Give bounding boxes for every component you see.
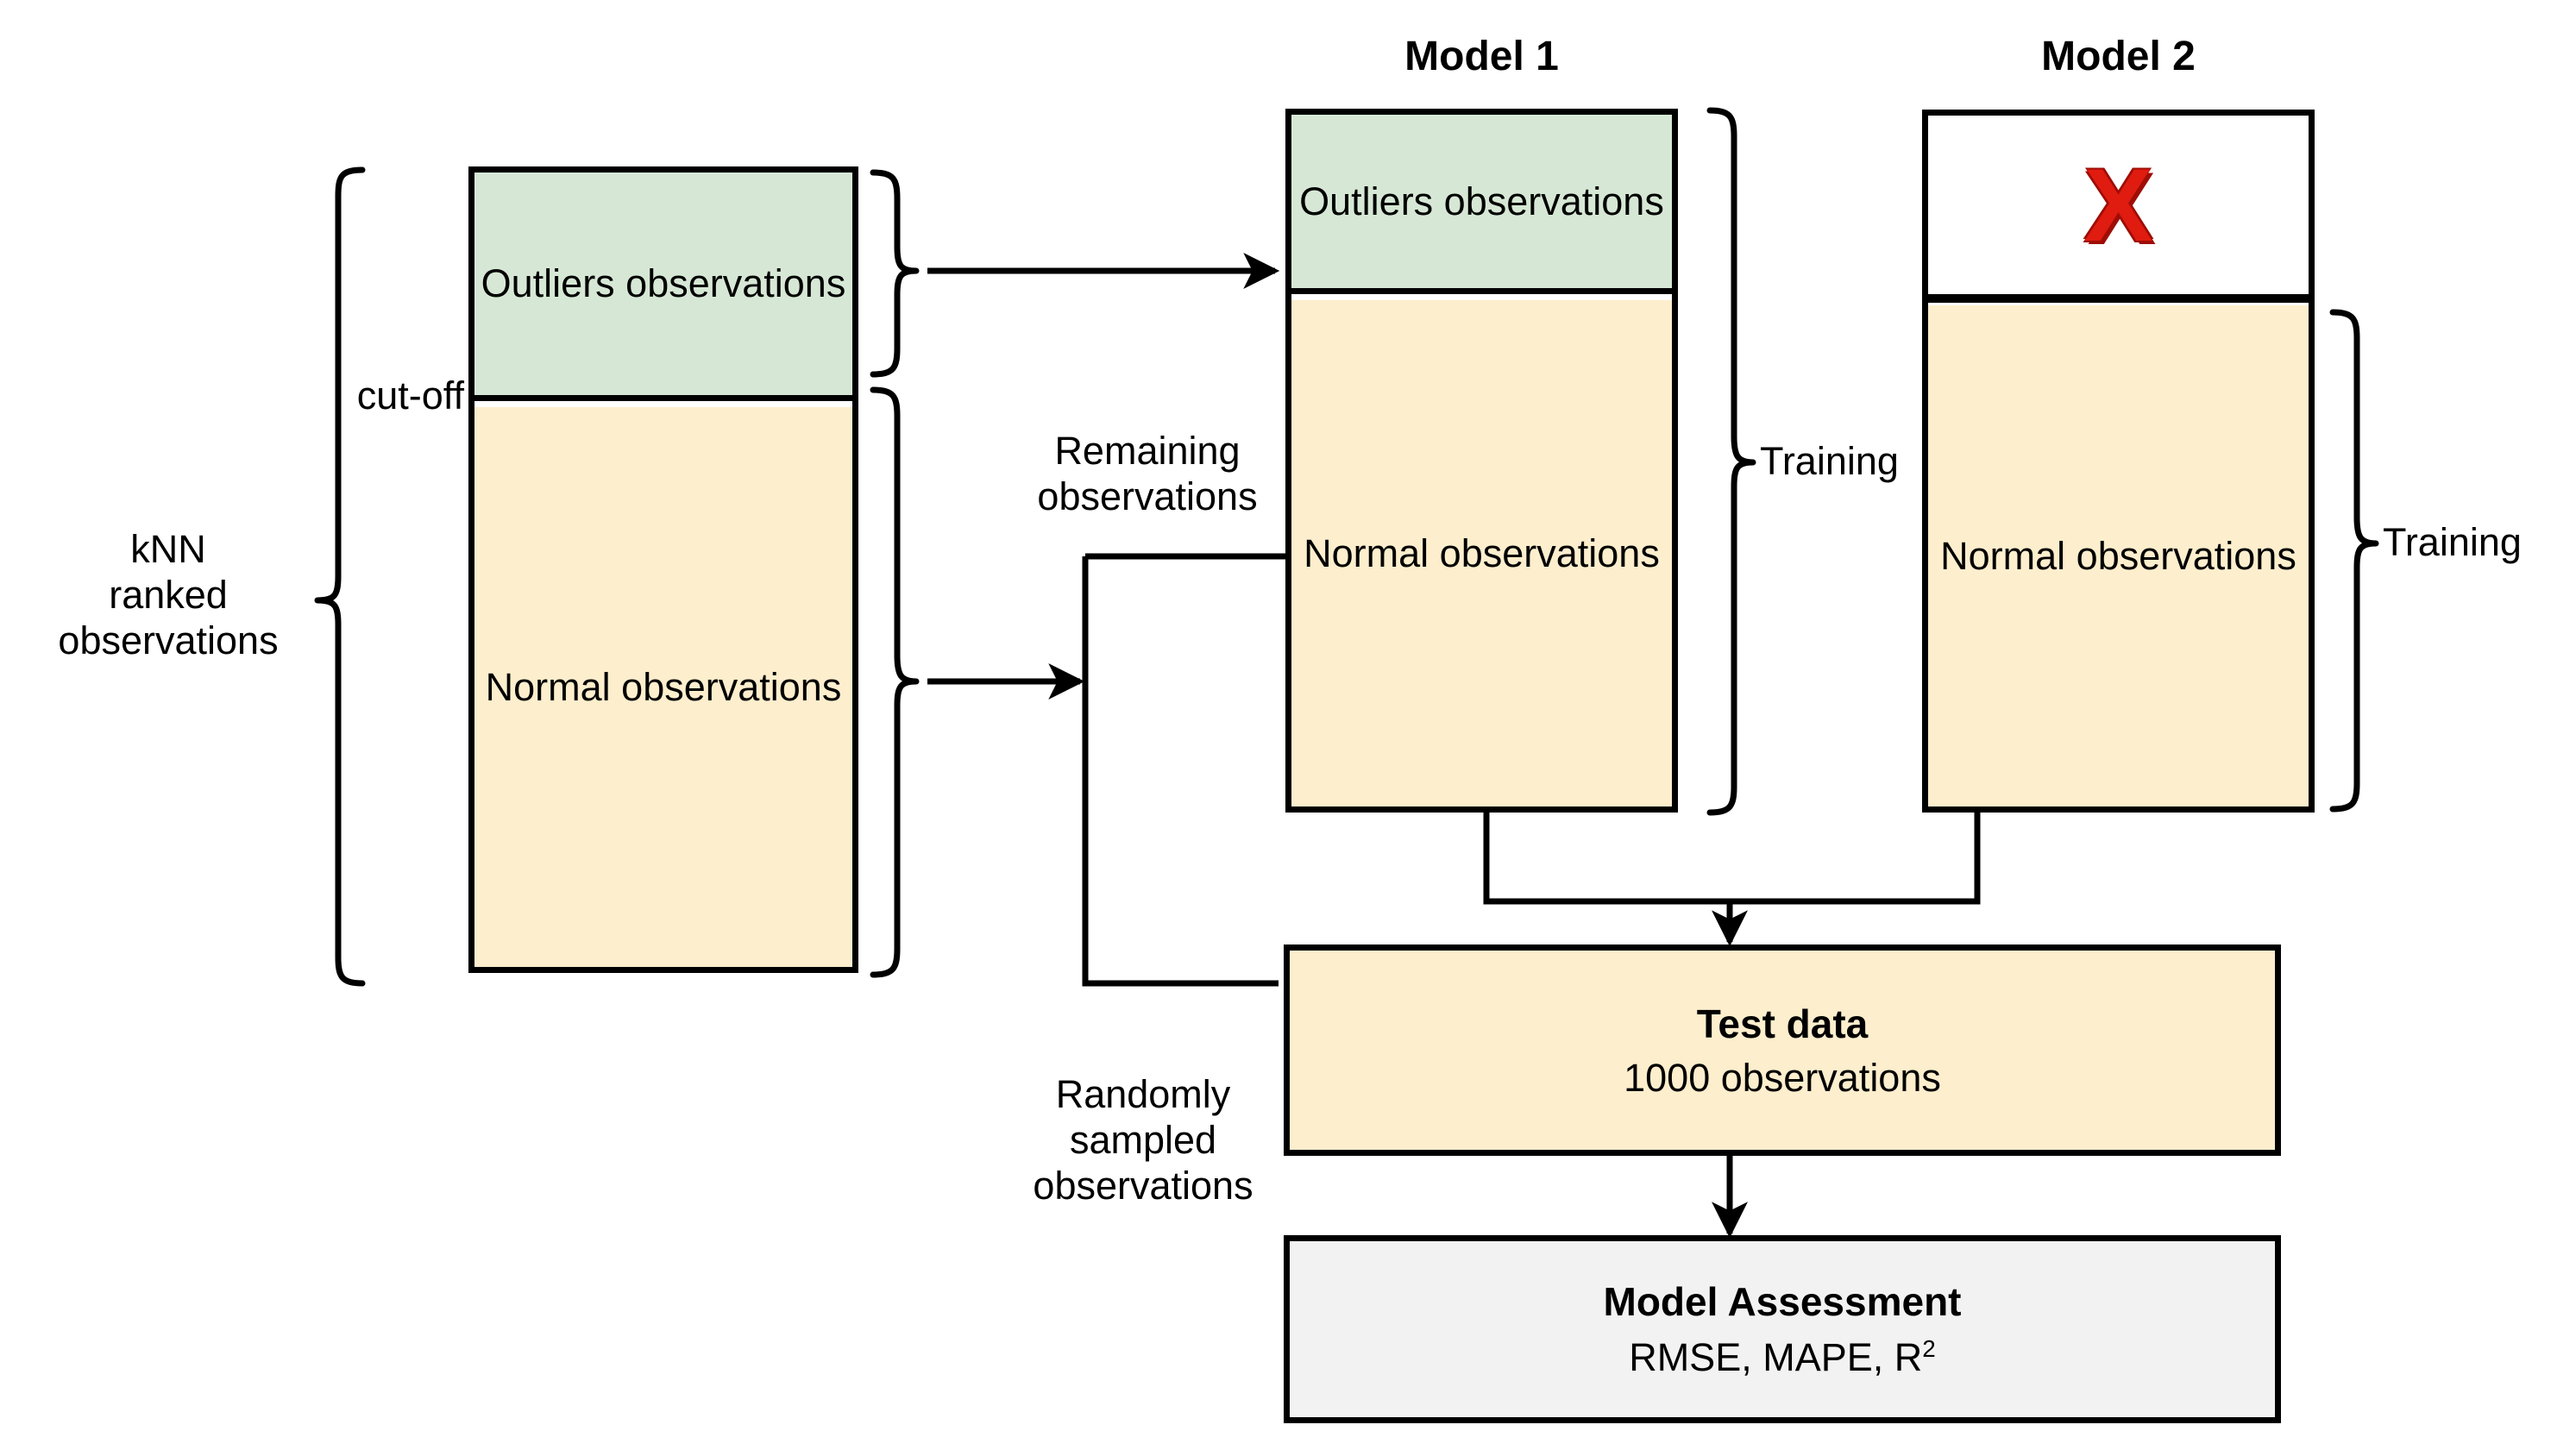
test-data-subtitle: 1000 observations [1624,1055,1941,1100]
excluded-x-icon: X [2083,147,2153,263]
model-2-training-label: Training [2383,520,2522,564]
remaining-observations-label: Remaining observations [1037,429,1258,519]
test-data-title: Test data [1696,1001,1869,1046]
model-1-outliers-segment: Outliers observations [1291,115,1672,294]
source-normal-label: Normal observations [485,664,842,709]
model-1-normal-label: Normal observations [1304,530,1660,575]
source-normal-bracket [870,386,920,978]
edge-model1-to-testdata [1483,813,1981,905]
randomly-sampled-label: Randomly sampled observations [1033,1072,1253,1208]
edge-junction-riser [1082,556,1279,987]
knn-bracket [314,166,366,987]
knn-bracket-label: kNN ranked observations [58,527,279,663]
model-assessment-title: Model Assessment [1603,1279,1962,1324]
model-1-training-label: Training [1760,439,1899,483]
source-outliers-segment: Outliers observations [474,173,852,401]
source-outliers-bracket [870,169,920,378]
model-assessment-metrics: RMSE, MAPE, R2 [1629,1335,1936,1380]
source-normal-segment: Normal observations [474,407,852,967]
model-1-outliers-label: Outliers observations [1299,179,1664,223]
test-data-box: Test data 1000 observations [1284,945,2281,1156]
model-2-normal-label: Normal observations [1940,533,2296,578]
model-2-excluded-segment: X [1928,116,2309,303]
metrics-exponent: 2 [1922,1335,1936,1362]
model-1-normal-segment: Normal observations [1291,300,1672,806]
model-1-title: Model 1 [1404,34,1559,79]
metrics-text: RMSE, MAPE, R [1629,1335,1923,1379]
model2-training-bracket [2329,309,2379,813]
model-2-normal-segment: Normal observations [1928,305,2309,806]
model1-training-bracket [1706,107,1756,816]
model-2-title: Model 2 [2041,34,2196,79]
cutoff-label: cut-off [356,373,464,417]
source-outliers-label: Outliers observations [481,261,846,306]
model-assessment-box: Model Assessment RMSE, MAPE, R2 [1284,1235,2281,1423]
